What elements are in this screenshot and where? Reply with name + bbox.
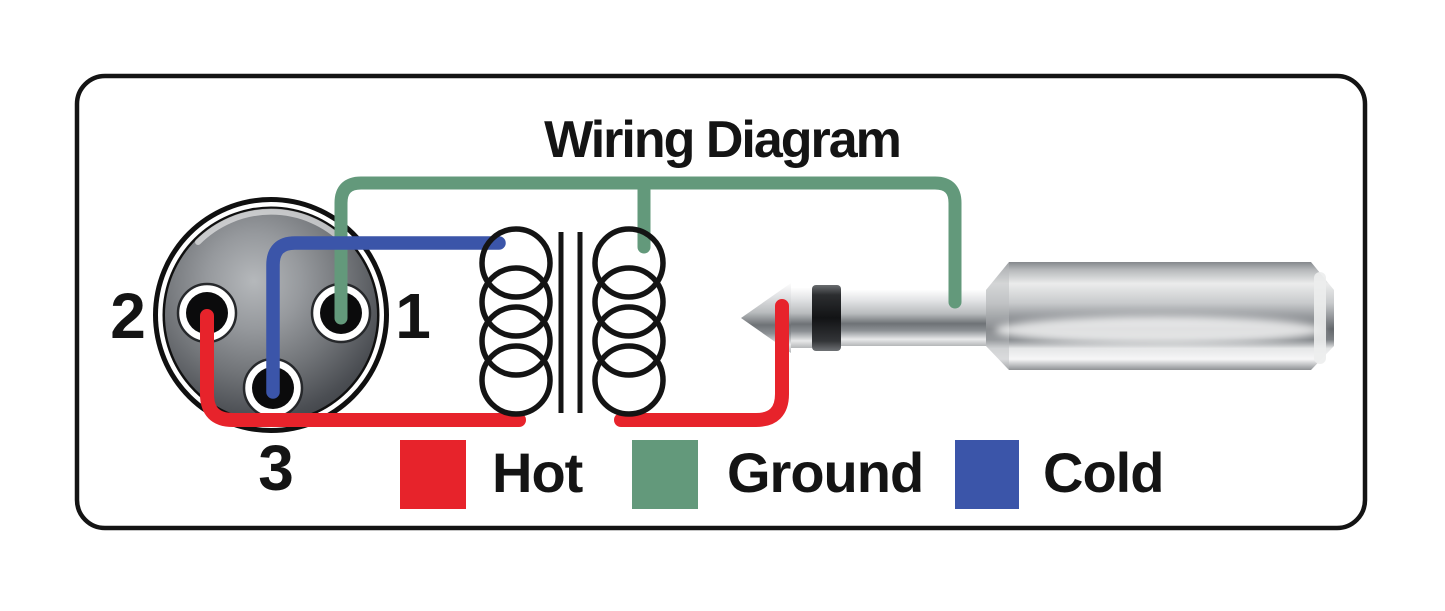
hot-swatch [400, 440, 466, 509]
ground-swatch [632, 440, 698, 509]
diagram-title: Wiring Diagram [544, 111, 900, 169]
primary-loop [479, 343, 553, 417]
secondary-loop [592, 226, 666, 300]
pin-2-label: 2 [110, 280, 146, 352]
legend-item-ground: Ground [632, 440, 924, 509]
plug-barrel-highlight [995, 316, 1325, 344]
primary-loop [479, 265, 553, 339]
plug-barrel-left-bevel [986, 262, 1009, 370]
ground-wire [334, 176, 962, 325]
plug-insulator-ring [812, 285, 841, 351]
quarter-inch-plug-icon [741, 262, 1334, 370]
cold-label: Cold [1043, 441, 1163, 504]
plug-tip-ring [791, 288, 812, 348]
hot-label: Hot [492, 441, 583, 504]
pin-3-label: 3 [258, 432, 294, 504]
hot-wire [200, 299, 789, 427]
primary-loop [479, 226, 553, 300]
secondary-loop [592, 304, 666, 378]
transformer-core [558, 232, 583, 413]
ground-label: Ground [727, 441, 923, 504]
legend-item-hot: Hot [400, 440, 584, 509]
secondary-loop [592, 343, 666, 417]
primary-loop [479, 304, 553, 378]
legend-item-cold: Cold [955, 440, 1164, 509]
transformer-secondary-winding [592, 226, 666, 417]
cold-wire [266, 236, 506, 399]
secondary-loop [592, 265, 666, 339]
plug-shaft [841, 290, 988, 346]
plug-barrel-end-cap [1314, 272, 1326, 364]
transformer-primary-winding [479, 226, 553, 417]
legend: Hot Ground Cold [400, 440, 1164, 509]
pin-1-label: 1 [395, 280, 431, 352]
transformer-icon [479, 226, 666, 417]
xlr-highlight [195, 208, 347, 245]
cold-swatch [955, 440, 1019, 509]
